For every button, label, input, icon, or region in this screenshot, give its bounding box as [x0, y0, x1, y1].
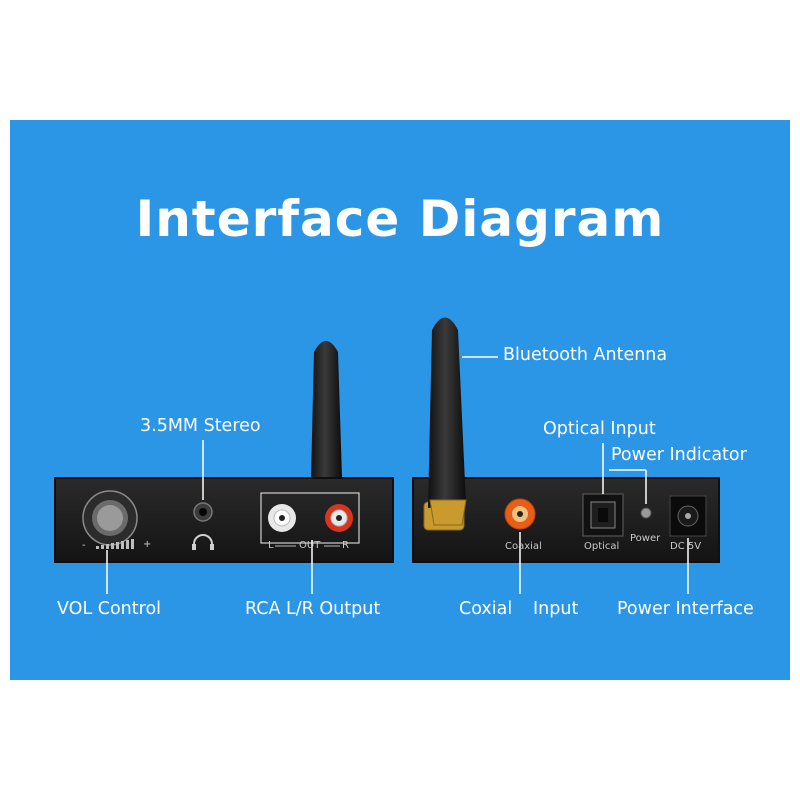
power-led-label: Power [630, 533, 661, 544]
knob-plus-label: + [143, 539, 152, 550]
coaxial-port-label: Coaxial [505, 541, 542, 552]
callout-power-indicator: Power Indicator [611, 445, 747, 465]
left-antenna [311, 341, 342, 478]
volume-scale-bars [96, 539, 134, 549]
dc-port-label: DC 5V [670, 541, 702, 552]
rca-frame [260, 492, 360, 544]
rca-r-label: R [342, 540, 349, 551]
knob-minus-label: - [82, 540, 86, 551]
diagram-title: Interface Diagram [135, 190, 665, 248]
callout-vol-control: VOL Control [57, 599, 162, 619]
power-led [640, 507, 652, 519]
rca-l-label: L [268, 540, 274, 551]
left-device [54, 477, 394, 563]
callout-bluetooth-antenna: Bluetooth Antenna [503, 345, 668, 365]
callout-power-interface: Power Interface [617, 599, 754, 619]
rca-out-label: OUT [299, 540, 321, 551]
callout-optical-input: Optical Input [543, 419, 656, 439]
bluetooth-antenna [428, 317, 466, 508]
callout-3-5mm-stereo: 3.5MM Stereo [140, 416, 261, 436]
optical-port-label: Optical [584, 541, 620, 552]
callout-rca-output: RCA L/R Output [245, 599, 381, 619]
blue-background-panel [10, 120, 790, 680]
callout-coxial: Coxial [459, 599, 513, 619]
callout-input: Input [533, 599, 579, 619]
callout-lines [106, 356, 689, 594]
headphone-icon [193, 534, 213, 549]
